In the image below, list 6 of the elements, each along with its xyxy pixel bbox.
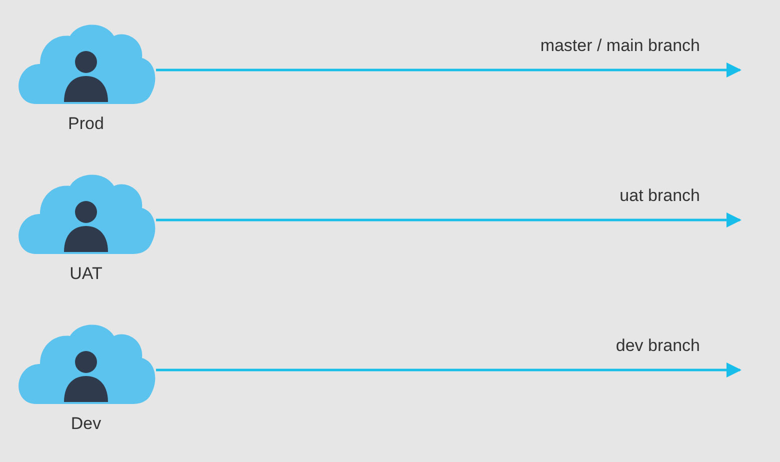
node-label: UAT: [68, 264, 104, 284]
arrow: [156, 212, 742, 228]
node-label: Dev: [70, 414, 102, 434]
arrow: [156, 362, 742, 378]
arrow: [156, 62, 742, 78]
node-label: Prod: [67, 114, 105, 134]
